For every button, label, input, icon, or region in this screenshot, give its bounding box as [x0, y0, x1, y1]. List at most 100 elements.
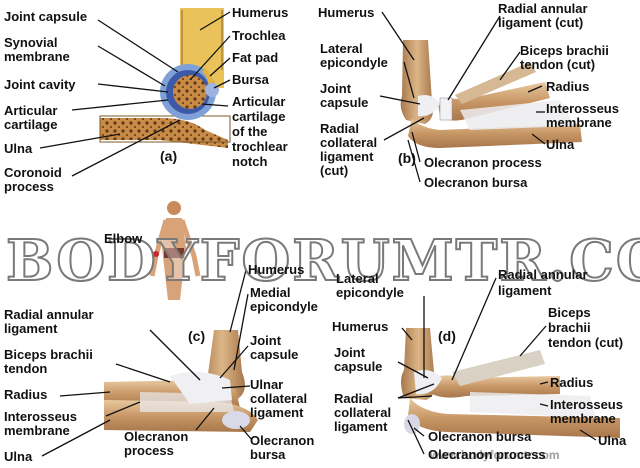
label-bursa: Bursa	[232, 72, 269, 87]
label-interosseus-c-1: Interosseus	[4, 409, 77, 424]
interosseus-membrane-shape	[460, 100, 575, 130]
label-lateral-d: Lateral	[336, 271, 379, 286]
label-ulna-d: Ulna	[598, 433, 627, 448]
label-art-cart-2: cartilage	[232, 109, 286, 124]
label-ulna-c: Ulna	[4, 449, 33, 464]
label-collateral-c: collateral	[250, 391, 308, 406]
ulnar-collateral-ligament-shape	[170, 371, 232, 404]
label-olecranon-process-c-2: process	[124, 443, 174, 458]
label-olecranon-process-b: Olecranon process	[424, 155, 542, 170]
label-radial-annular-b-2: ligament (cut)	[498, 15, 584, 30]
joint-capsule-shape	[418, 95, 440, 117]
label-coronoid: Coronoid	[4, 165, 62, 180]
label-membrane: membrane	[4, 49, 70, 64]
label-epicondyle-d: epicondyle	[336, 285, 404, 300]
panel-c-drawing	[104, 330, 258, 432]
label-biceps-c-1: Biceps brachii	[4, 347, 93, 362]
label-fat-pad: Fat pad	[232, 50, 279, 65]
label-art-cart-5: notch	[232, 154, 268, 169]
label-cartilage: cartilage	[4, 117, 58, 132]
label-radial-d: Radial	[334, 391, 374, 406]
label-interosseus-d-1: Interosseus	[550, 397, 623, 412]
label-biceps-d-3: tendon (cut)	[548, 335, 624, 350]
label-joint-d: Joint	[334, 345, 366, 360]
label-collateral-d: collateral	[334, 405, 392, 420]
label-epicondyle-c: epicondyle	[250, 299, 318, 314]
label-humerus-b: Humerus	[318, 5, 375, 20]
label-joint-c: Joint	[250, 333, 282, 348]
label-olecranon-bursa-d: Olecranon bursa	[428, 429, 532, 444]
label-art-cart-1: Articular	[232, 94, 286, 109]
interosseus-membrane-shape	[470, 392, 596, 418]
label-olecranon-bursa-b: Olecranon bursa	[424, 175, 528, 190]
label-joint-cavity: Joint cavity	[4, 77, 76, 92]
label-ligament-c: ligament	[250, 405, 304, 420]
label-biceps-b-1: Biceps brachii	[520, 43, 609, 58]
label-ulna-b: Ulna	[546, 137, 575, 152]
label-medial-c: Medial	[250, 285, 291, 300]
label-humerus-c: Humerus	[248, 262, 305, 277]
label-cut-b: (cut)	[320, 163, 349, 178]
label-trochlea: Trochlea	[232, 28, 286, 43]
label-radial-annular-c-1: Radial annular	[4, 307, 94, 322]
joint-capsule-shape	[414, 370, 442, 395]
panel-a-drawing	[99, 8, 231, 148]
label-radius-b: Radius	[546, 79, 590, 94]
label-radial-annular-d-1: Radial annular	[498, 267, 588, 282]
label-olecranon-process-c-1: Olecranon	[124, 429, 189, 444]
label-process: process	[4, 179, 54, 194]
panel-c-tag: (c)	[188, 328, 206, 344]
ulna-shape	[408, 398, 620, 438]
label-interosseus-d-2: membrane	[550, 411, 616, 426]
label-olecranon-bursa-c-2: bursa	[250, 447, 286, 462]
label-interosseus-b-1: Interosseus	[546, 101, 619, 116]
label-humerus-a: Humerus	[232, 5, 289, 20]
label-articular: Articular	[4, 103, 58, 118]
panel-d-tag: (d)	[438, 328, 456, 344]
label-ulnar-c: Ulnar	[250, 377, 284, 392]
label-radial-annular-c-2: ligament	[4, 321, 58, 336]
biceps-tendon-shape	[452, 350, 545, 386]
trochlea-shape	[173, 75, 207, 109]
label-interosseus-c-2: membrane	[4, 423, 70, 438]
label-olecranon-bursa-c-1: Olecranon	[250, 433, 315, 448]
annular-ligament-shape	[439, 97, 453, 121]
label-lateral-b: Lateral	[320, 41, 363, 56]
label-biceps-d-2: brachii	[548, 320, 591, 335]
label-radius-c: Radius	[4, 387, 48, 402]
watermark-small: www.bodyforumtr.com	[430, 448, 560, 462]
panel-a-tag: (a)	[160, 148, 178, 164]
panel-d-drawing	[401, 328, 620, 438]
label-capsule-b: capsule	[320, 95, 369, 110]
leader-lines	[39, 11, 597, 457]
label-capsule-c: capsule	[250, 347, 299, 362]
label-elbow: Elbow	[104, 231, 143, 246]
label-radius-d: Radius	[550, 375, 594, 390]
label-radial-annular-b-1: Radial annular	[498, 1, 588, 16]
label-biceps-d-1: Biceps	[548, 305, 591, 320]
bursa-shape	[205, 83, 219, 97]
label-art-cart-4: trochlear	[232, 139, 288, 154]
label-capsule-d: capsule	[334, 359, 383, 374]
biceps-tendon-shape	[455, 62, 536, 104]
label-radial-b: Radial	[320, 121, 360, 136]
label-joint-b: Joint	[320, 81, 352, 96]
watermark: BODYFORUMTR.COM	[5, 227, 640, 295]
label-radial-annular-d-2: ligament	[498, 283, 552, 298]
label-ulna: Ulna	[4, 141, 33, 156]
label-olecranon-process-d: Olecranon process	[428, 447, 546, 462]
label-ligament-b: ligament	[320, 149, 374, 164]
label-ligament-d: ligament	[334, 419, 388, 434]
ulna-section	[100, 118, 228, 148]
label-humerus-d: Humerus	[332, 319, 389, 334]
ulna-shape	[408, 118, 582, 148]
label-epicondyle-b: epicondyle	[320, 55, 388, 70]
human-figure	[149, 201, 201, 300]
label-joint-capsule: Joint capsule	[4, 9, 88, 24]
label-synovial: Synovial	[4, 35, 58, 50]
label-biceps-c-2: tendon	[4, 361, 48, 376]
label-interosseus-b-2: membrane	[546, 115, 612, 130]
panel-b-tag: (b)	[398, 150, 416, 166]
